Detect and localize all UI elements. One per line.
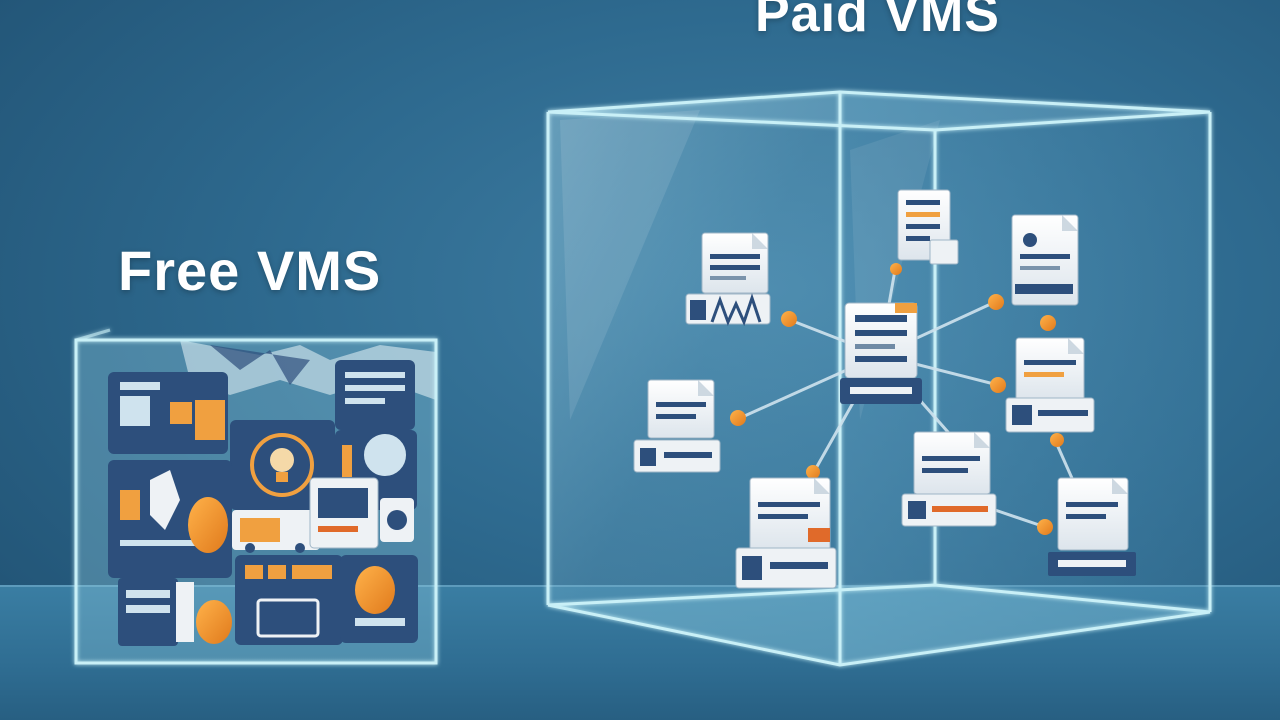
document-node-icon [1005, 337, 1095, 433]
truck-icon [232, 510, 320, 553]
document-node-icon [735, 477, 837, 589]
document-node-icon [685, 232, 771, 327]
framed-photo-icon [335, 360, 415, 430]
document-node-icon [901, 431, 997, 527]
calendar-icon [235, 555, 418, 645]
document-node-icon [633, 379, 721, 473]
lightbulb-icon [230, 420, 335, 510]
free-vms-title: Free VMS [118, 239, 382, 302]
free-tiles [108, 360, 418, 646]
free-glass-cube-edges [74, 328, 438, 665]
document-node-icon [1048, 477, 1136, 576]
server-hub-icon [840, 302, 922, 404]
connection-dots [730, 263, 1064, 535]
orange-blob-icon [188, 497, 228, 553]
shield-icon [118, 578, 232, 646]
document-collage-icon [108, 372, 228, 454]
chart-card-icon [309, 477, 414, 549]
document-node-icon [1011, 214, 1079, 306]
document-node-icon [897, 189, 959, 265]
paid-vms-title: Paid VMS [755, 0, 1000, 43]
